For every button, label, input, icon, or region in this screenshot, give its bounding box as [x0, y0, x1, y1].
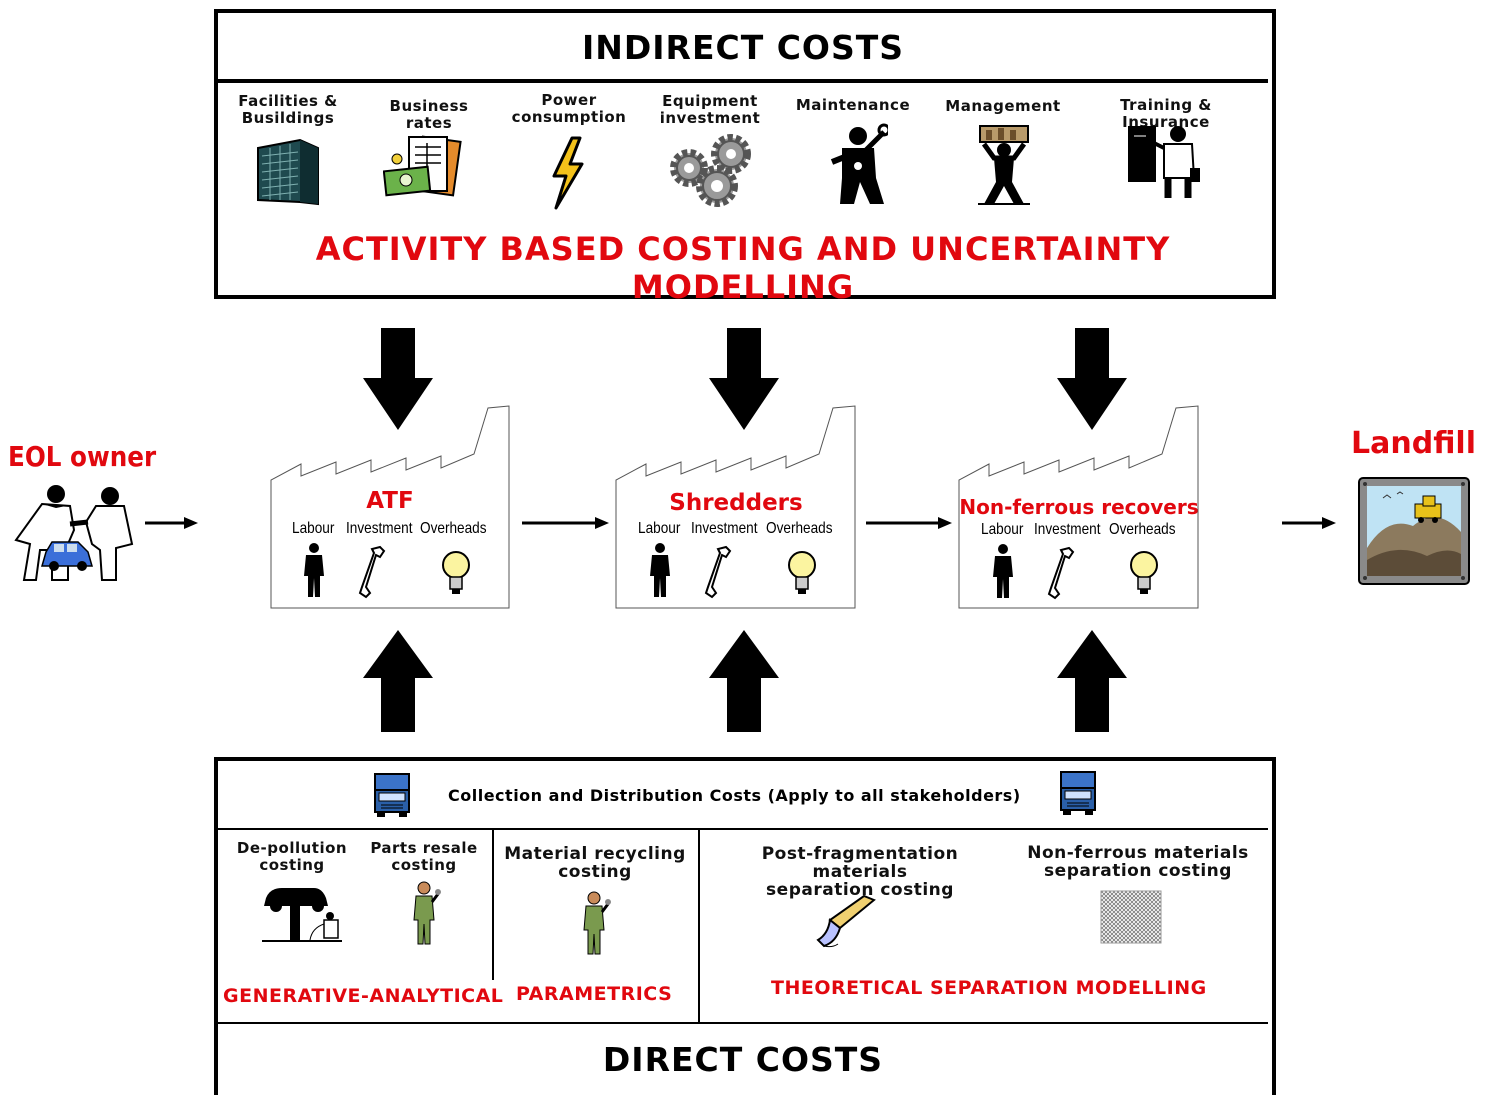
indirect-item-business-rates-label: Business rates	[389, 97, 469, 132]
nonferrous-overheads-label: Overheads	[1109, 521, 1176, 538]
nonferrous-labour-label: Labour	[981, 521, 1024, 538]
theoretical-separation-label: THEORETICAL SEPARATION MODELLING	[771, 977, 1207, 999]
divider	[698, 830, 700, 1022]
indirect-costs-title: INDIRECT COSTS	[581, 28, 905, 67]
generative-analytical-label: GENERATIVE-ANALYTICAL	[223, 985, 504, 1007]
stakeholder-nonferrous-title: Non-ferrous recovers	[959, 495, 1199, 519]
labour-icon	[650, 543, 670, 597]
indirect-costs-title-bar	[218, 13, 1268, 83]
manager-icon	[978, 125, 1030, 205]
direct-costs-title: DIRECT COSTS	[602, 1040, 884, 1079]
labour-icon	[993, 544, 1013, 598]
nonferrous-separation-costing-label: Non-ferrous materials separation costing	[1027, 843, 1249, 881]
lightning-icon	[552, 136, 584, 210]
atf-investment-label: Investment	[346, 520, 413, 537]
indirect-item-maintenance-label: Maintenance	[795, 96, 911, 114]
material-recycling-costing-label: Material recycling costing	[504, 844, 686, 882]
landfill-label: Landfill	[1351, 426, 1476, 461]
parametrics-label: PARAMETRICS	[516, 983, 673, 1005]
divider	[218, 1022, 1268, 1024]
building-icon	[257, 138, 319, 206]
trainer-icon	[1128, 126, 1200, 198]
wrench-icon	[1047, 546, 1075, 600]
light-bulb-icon	[1130, 551, 1158, 594]
collection-distribution-label: Collection and Distribution Costs (Apply…	[448, 786, 1021, 805]
indirect-item-power-label: Power consumption	[511, 91, 627, 126]
light-bulb-icon	[788, 551, 816, 594]
stakeholder-shredders-title: Shredders	[669, 490, 803, 516]
shredders-labour-label: Labour	[638, 520, 681, 537]
divider	[218, 828, 1268, 830]
shredders-overheads-label: Overheads	[766, 520, 833, 537]
down-arrow-atf	[363, 328, 433, 430]
eol-owner-label: EOL owner	[8, 440, 157, 473]
magnet-icon	[816, 894, 876, 948]
divider	[492, 830, 494, 980]
stakeholder-atf-title: ATF	[366, 488, 414, 514]
car-lift-icon	[262, 888, 342, 942]
up-arrow-shredders	[709, 630, 779, 732]
truck-icon	[1060, 771, 1096, 815]
depollution-costing-label: De-pollution costing	[236, 839, 348, 874]
worker-icon	[583, 891, 611, 955]
post-fragmentation-costing-label: Post-fragmentation materials separation …	[761, 844, 959, 900]
down-arrow-nonferrous	[1057, 328, 1127, 430]
parts-resale-costing-label: Parts resale costing	[370, 839, 478, 874]
indirect-costs-box	[214, 9, 1276, 299]
direct-costs-box	[214, 757, 1276, 1095]
mesh-icon	[1100, 890, 1162, 944]
indirect-item-facilities-label: Facilities & Busildings	[238, 92, 338, 127]
atf-overheads-label: Overheads	[420, 520, 487, 537]
banknotes-icon	[383, 135, 462, 197]
gears-icon	[670, 134, 751, 207]
wrench-icon	[358, 545, 386, 599]
landfill-icon	[1358, 477, 1470, 585]
light-bulb-icon	[442, 551, 470, 594]
nonferrous-investment-label: Investment	[1034, 521, 1101, 538]
down-arrow-shredders	[709, 328, 779, 430]
labour-icon	[304, 543, 324, 597]
up-arrow-atf	[363, 630, 433, 732]
mechanic-icon	[830, 123, 888, 204]
activity-based-costing-label: ACTIVITY BASED COSTING AND UNCERTAINTY M…	[315, 230, 1171, 306]
indirect-item-management-label: Management	[945, 97, 1061, 115]
indirect-item-equipment-label: Equipment investment	[659, 92, 761, 127]
truck-icon	[374, 773, 410, 817]
handshake-icon	[14, 485, 134, 581]
atf-labour-label: Labour	[292, 520, 335, 537]
wrench-icon	[704, 545, 732, 599]
worker-icon	[413, 881, 441, 945]
shredders-investment-label: Investment	[691, 520, 758, 537]
up-arrow-nonferrous	[1057, 630, 1127, 732]
